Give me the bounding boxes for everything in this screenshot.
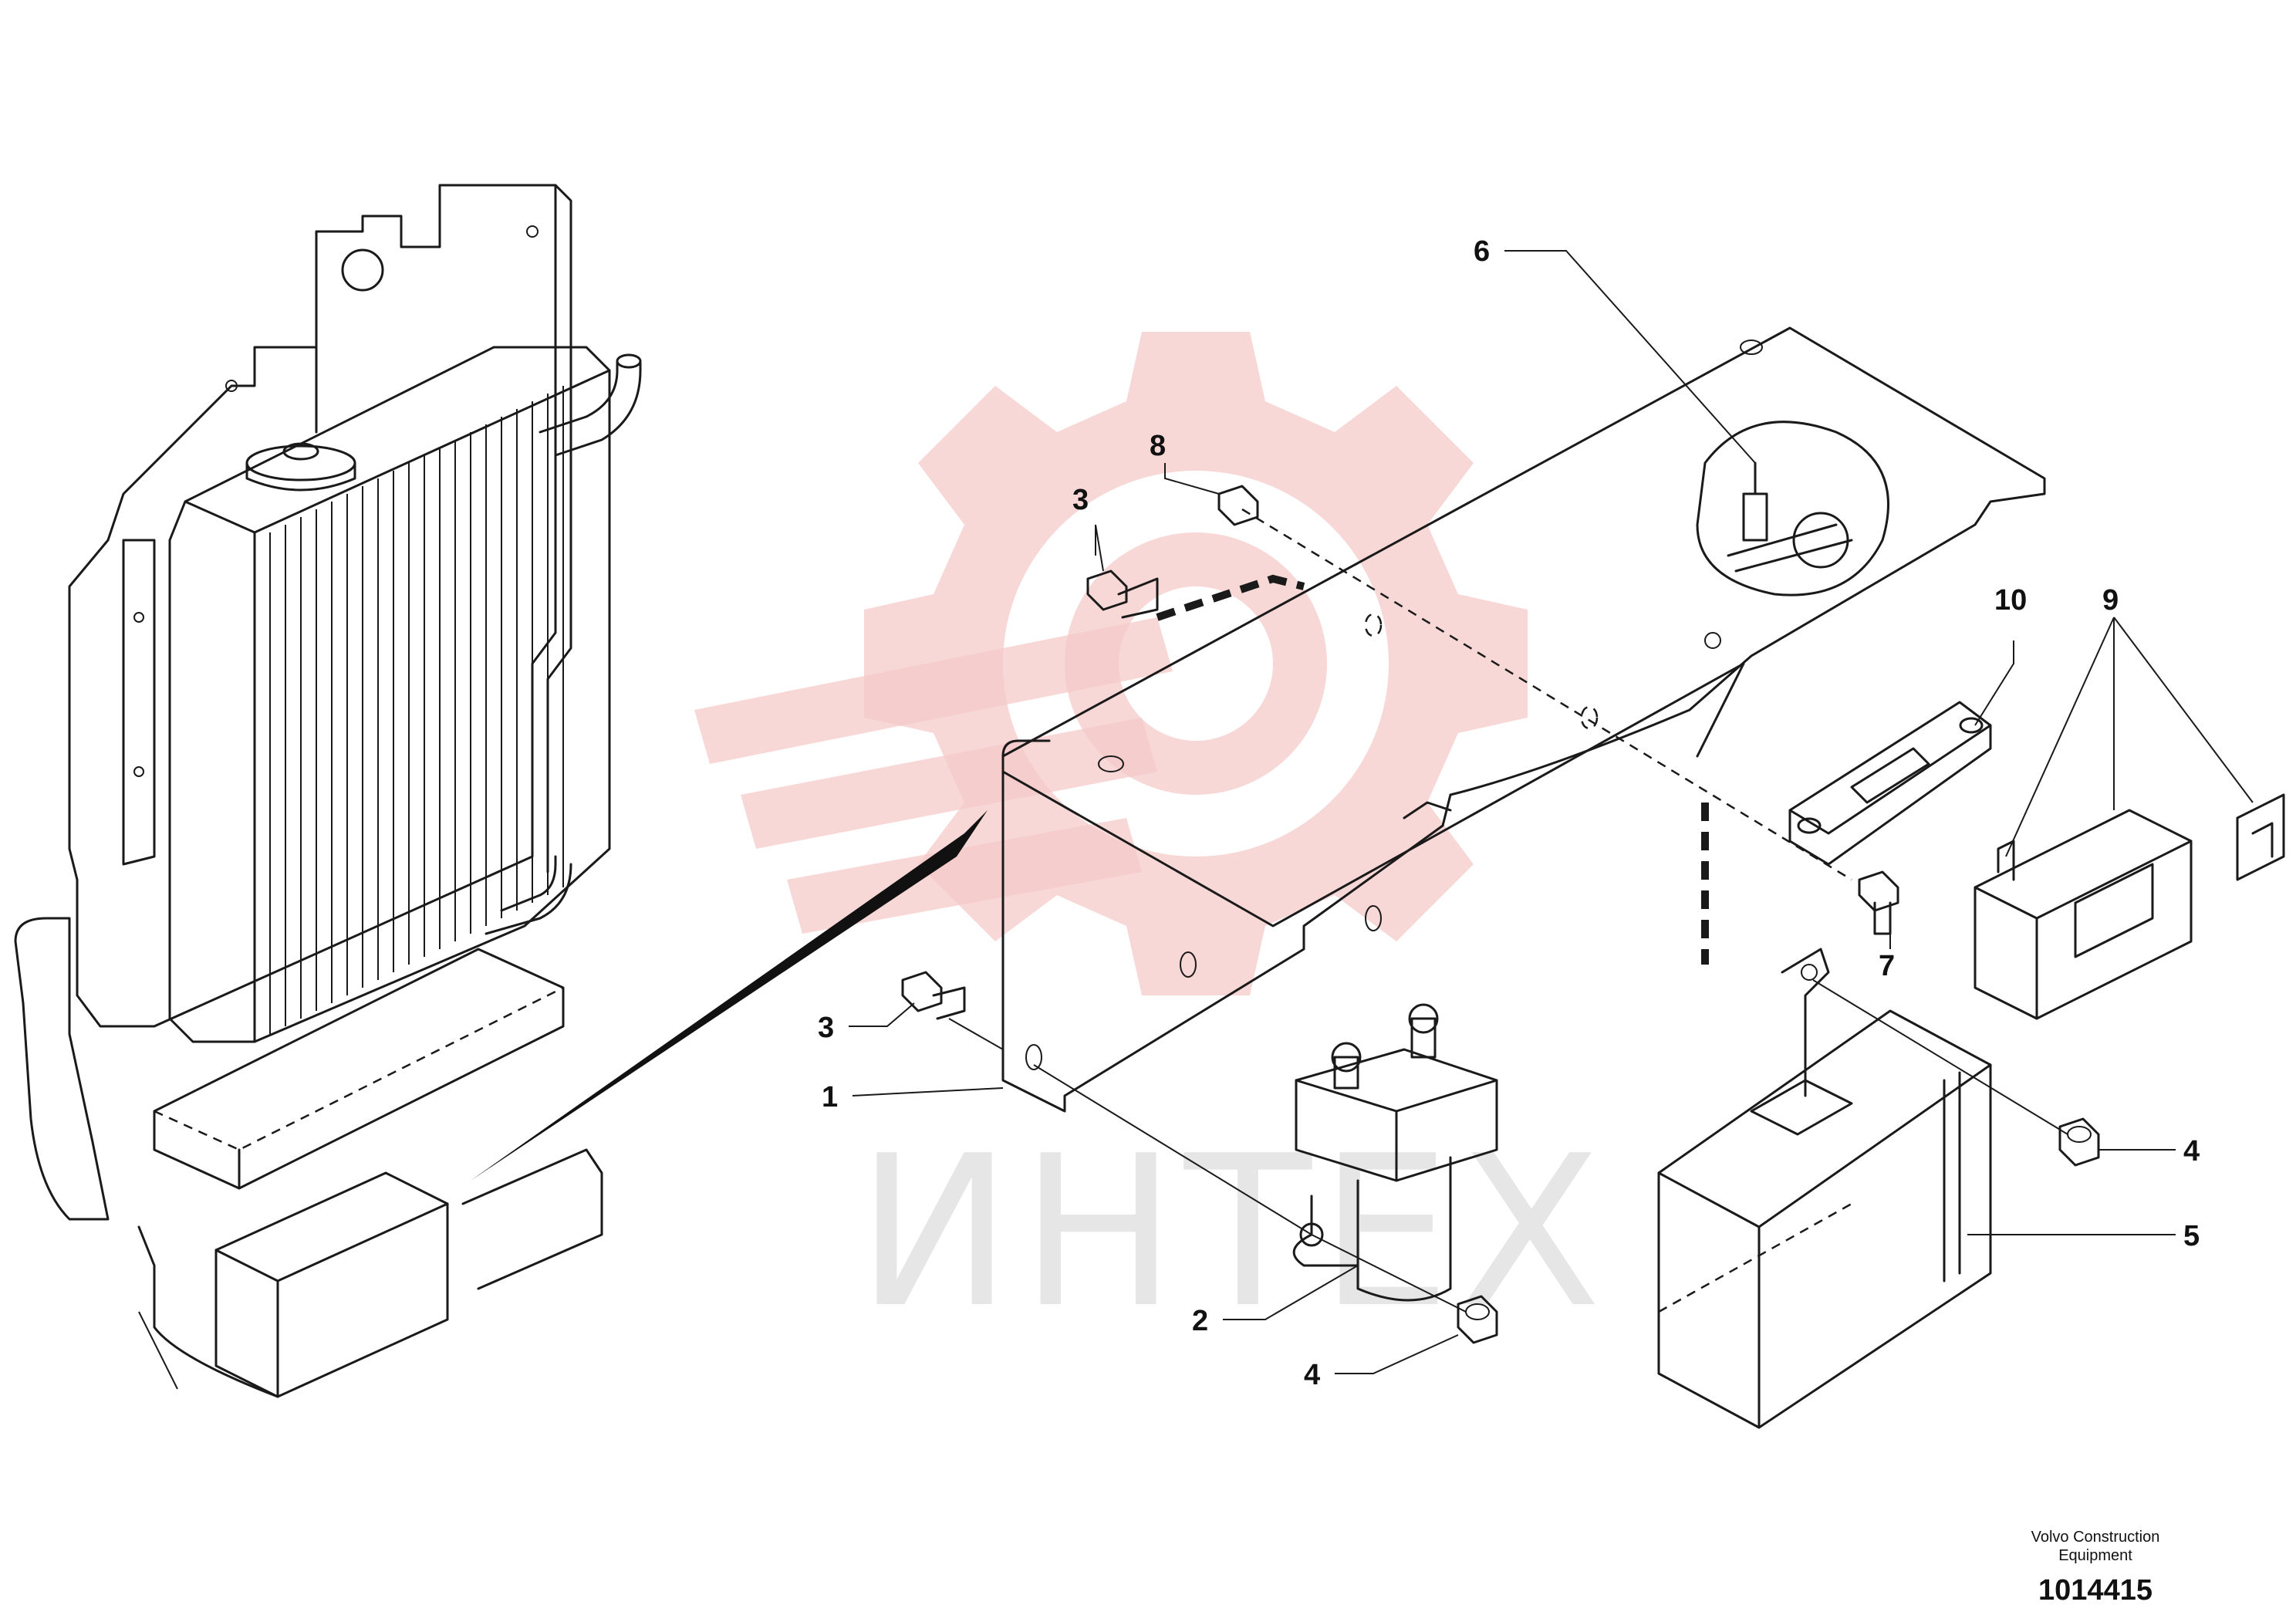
fuse-holder <box>1788 701 1992 866</box>
assembly-line <box>1241 508 1852 881</box>
leader-line-3b <box>849 1002 915 1027</box>
callout-4-lower: 4 <box>1304 1359 1320 1391</box>
callout-9: 9 <box>2102 584 2119 617</box>
nut-icon <box>1217 485 1259 526</box>
callout-6: 6 <box>1474 235 1490 268</box>
watermark-gear-logo <box>694 332 1528 995</box>
nut-icon <box>2058 1117 2100 1167</box>
callout-7: 7 <box>1879 950 1895 982</box>
leader-line-1 <box>852 1087 1004 1097</box>
callout-5: 5 <box>2183 1220 2200 1252</box>
leader-line-9 <box>2005 617 2254 857</box>
assembly-line <box>948 1018 1004 1050</box>
leader-line-2 <box>1223 1265 1359 1320</box>
assembly-line <box>1156 574 1305 621</box>
radiator-cap-icon <box>245 442 356 492</box>
callout-1: 1 <box>822 1081 838 1113</box>
radiator-fins <box>269 386 564 1034</box>
bolt-icon <box>901 971 966 1020</box>
callout-10: 10 <box>1994 584 2027 617</box>
leader-line-4a <box>1335 1334 1459 1374</box>
leader-line-8 <box>1164 463 1220 495</box>
watermark-text: ИНТЕХ <box>856 1110 1609 1353</box>
sensor-detail <box>1696 421 1889 596</box>
bolt-icon <box>1858 870 1899 935</box>
footer-company: Volvo Construction Equipment <box>2003 1528 2188 1565</box>
callout-3-upper: 3 <box>1072 484 1089 516</box>
leader-line-3a <box>1095 524 1104 572</box>
assembly-line <box>1033 1064 1467 1313</box>
leader-line-10 <box>1974 640 2014 726</box>
bolt-icon <box>1086 569 1159 619</box>
callout-3-lower: 3 <box>818 1012 834 1044</box>
callout-8: 8 <box>1150 430 1166 462</box>
callout-2: 2 <box>1192 1305 1208 1337</box>
control-unit <box>1657 948 1992 1429</box>
assembly-line <box>1812 979 2068 1135</box>
diagram-code: 1014415 <box>2038 1574 2152 1607</box>
mounting-bracket <box>1001 326 2046 1113</box>
radiator-assembly <box>14 184 642 1398</box>
battery-relay <box>1292 1003 1498 1302</box>
footer-company-line1: Volvo Construction <box>2031 1529 2160 1546</box>
callout-4-right: 4 <box>2183 1135 2200 1168</box>
fuse-box <box>1974 793 2285 1020</box>
leader-line-6 <box>1504 250 1756 464</box>
footer-company-line2: Equipment <box>2058 1547 2132 1564</box>
